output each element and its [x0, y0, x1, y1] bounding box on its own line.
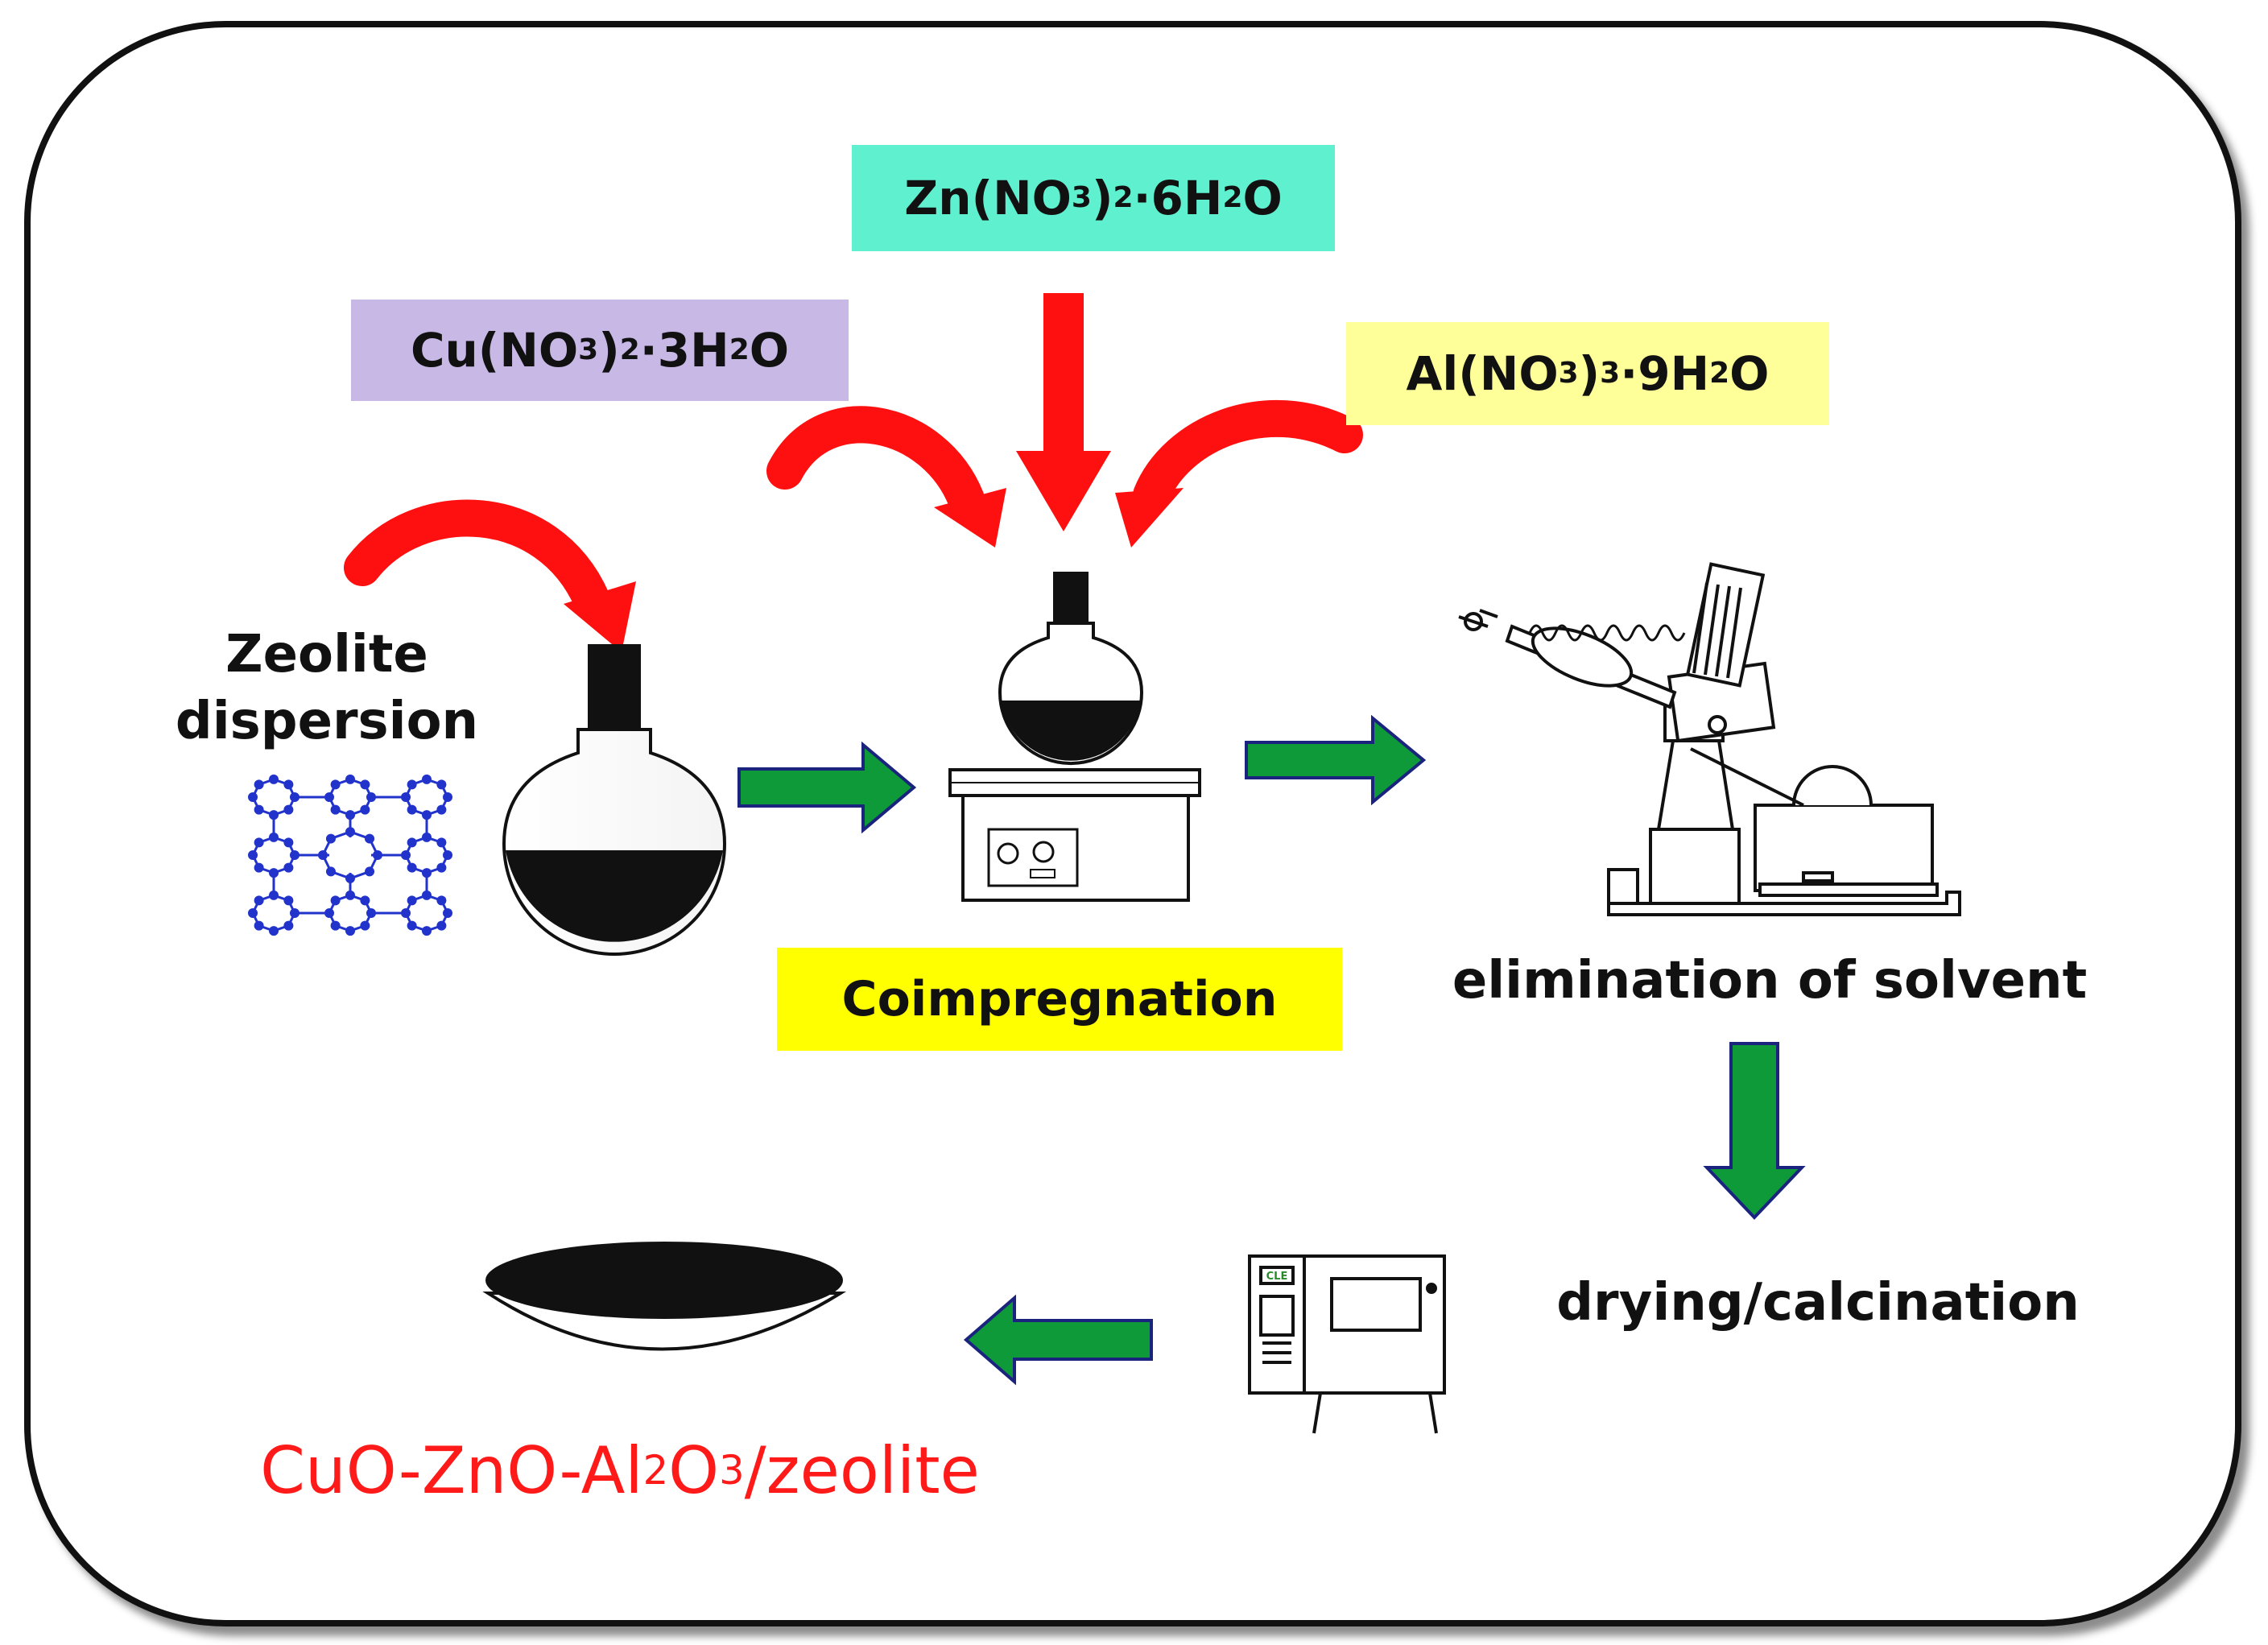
- zeolite-atom: [283, 920, 294, 931]
- dial-knob: [1032, 841, 1055, 863]
- zeolite-atom: [360, 779, 370, 790]
- zeolite-atom: [360, 920, 370, 931]
- zeolite-atom: [248, 850, 258, 860]
- zeolite-atom: [254, 804, 264, 815]
- evaporator-coil-lines: [1528, 624, 1686, 642]
- arrowhead: [934, 488, 1006, 548]
- curved-arrow-cu: [766, 406, 1006, 548]
- zeolite-atom: [443, 850, 452, 860]
- zeolite-atom: [325, 833, 336, 844]
- zeolite-atom: [407, 920, 417, 931]
- evaporating-dish: [482, 1242, 847, 1351]
- zeolite-atom: [436, 920, 447, 931]
- zeolite-atom: [330, 804, 341, 815]
- zeolite-atom: [283, 779, 294, 790]
- zeolite-atom: [407, 862, 417, 873]
- zeolite-label-line1: Zeolite: [225, 624, 428, 684]
- drying-calcination-label: drying/calcination: [1556, 1273, 2080, 1333]
- zeolite-atom: [283, 804, 294, 815]
- coimpregnation-label: Coimpregnation: [777, 948, 1342, 1051]
- zeolite-atom: [422, 926, 432, 936]
- curved-arrow-zeolite: [344, 499, 636, 652]
- zeolite-atom: [248, 908, 258, 918]
- zeolite-label-line2: dispersion: [175, 692, 479, 751]
- zeolite-atom: [254, 895, 264, 906]
- zeolite-atom: [422, 774, 432, 784]
- zeolite-framework: [248, 774, 452, 936]
- zeolite-atom: [345, 926, 355, 936]
- arrowhead: [1115, 488, 1184, 548]
- zeolite-atom: [360, 804, 370, 815]
- flow-arrow-left: [963, 1294, 1153, 1386]
- zeolite-dispersion-label: Zeolite dispersion: [158, 620, 496, 757]
- zeolite-atom: [407, 804, 417, 815]
- zeolite-atom: [269, 774, 279, 784]
- zeolite-atom: [254, 920, 264, 931]
- zeolite-atom: [407, 895, 417, 906]
- zeolite-atom: [365, 866, 375, 877]
- arrowhead: [564, 581, 636, 652]
- zeolite-atom: [325, 866, 336, 877]
- zeolite-atom: [345, 774, 355, 784]
- zeolite-atom: [269, 926, 279, 936]
- flask-stopper: [588, 644, 641, 733]
- zeolite-atom: [254, 862, 264, 873]
- straight-arrow-zn: [1016, 293, 1111, 531]
- zeolite-atom: [436, 895, 447, 906]
- zeolite-atom: [360, 895, 370, 906]
- rotary-evaporator: [1458, 562, 1961, 916]
- elimination-label: elimination of solvent: [1452, 951, 2088, 1011]
- flow-arrow-down: [1703, 1042, 1806, 1220]
- oven-display-text: CLE: [1266, 1271, 1288, 1283]
- flask-stopper: [1053, 572, 1089, 625]
- zeolite-atom: [436, 779, 447, 790]
- zeolite-atom: [443, 908, 452, 918]
- zeolite-atom: [407, 837, 417, 848]
- zeolite-atom: [283, 862, 294, 873]
- zeolite-atom: [436, 804, 447, 815]
- flask-liquid: [1001, 701, 1141, 761]
- dial-knob: [997, 842, 1019, 865]
- zeolite-atom: [254, 837, 264, 848]
- flow-arrow-2: [1245, 714, 1427, 806]
- flask-large: [502, 644, 727, 956]
- zeolite-atom: [407, 779, 417, 790]
- condenser-coil: [1685, 562, 1766, 688]
- zeolite-atom: [254, 779, 264, 790]
- zeolite-atom: [248, 792, 258, 802]
- zeolite-atom: [443, 792, 452, 802]
- zeolite-atom: [365, 833, 375, 844]
- zeolite-atom: [283, 837, 294, 848]
- arrowhead: [1016, 451, 1111, 531]
- zeolite-atom: [330, 920, 341, 931]
- flask-small: [998, 572, 1144, 765]
- oven: [1248, 1254, 1446, 1434]
- flask-liquid: [506, 850, 723, 942]
- magnetic-stirrer: [948, 768, 1201, 902]
- zeolite-atom: [330, 779, 341, 790]
- zeolite-atom: [436, 837, 447, 848]
- zeolite-atom: [436, 862, 447, 873]
- curved-arrow-al: [1115, 399, 1363, 548]
- zeolite-atom: [283, 895, 294, 906]
- zeolite-atom: [330, 895, 341, 906]
- flow-arrow-1: [737, 741, 917, 834]
